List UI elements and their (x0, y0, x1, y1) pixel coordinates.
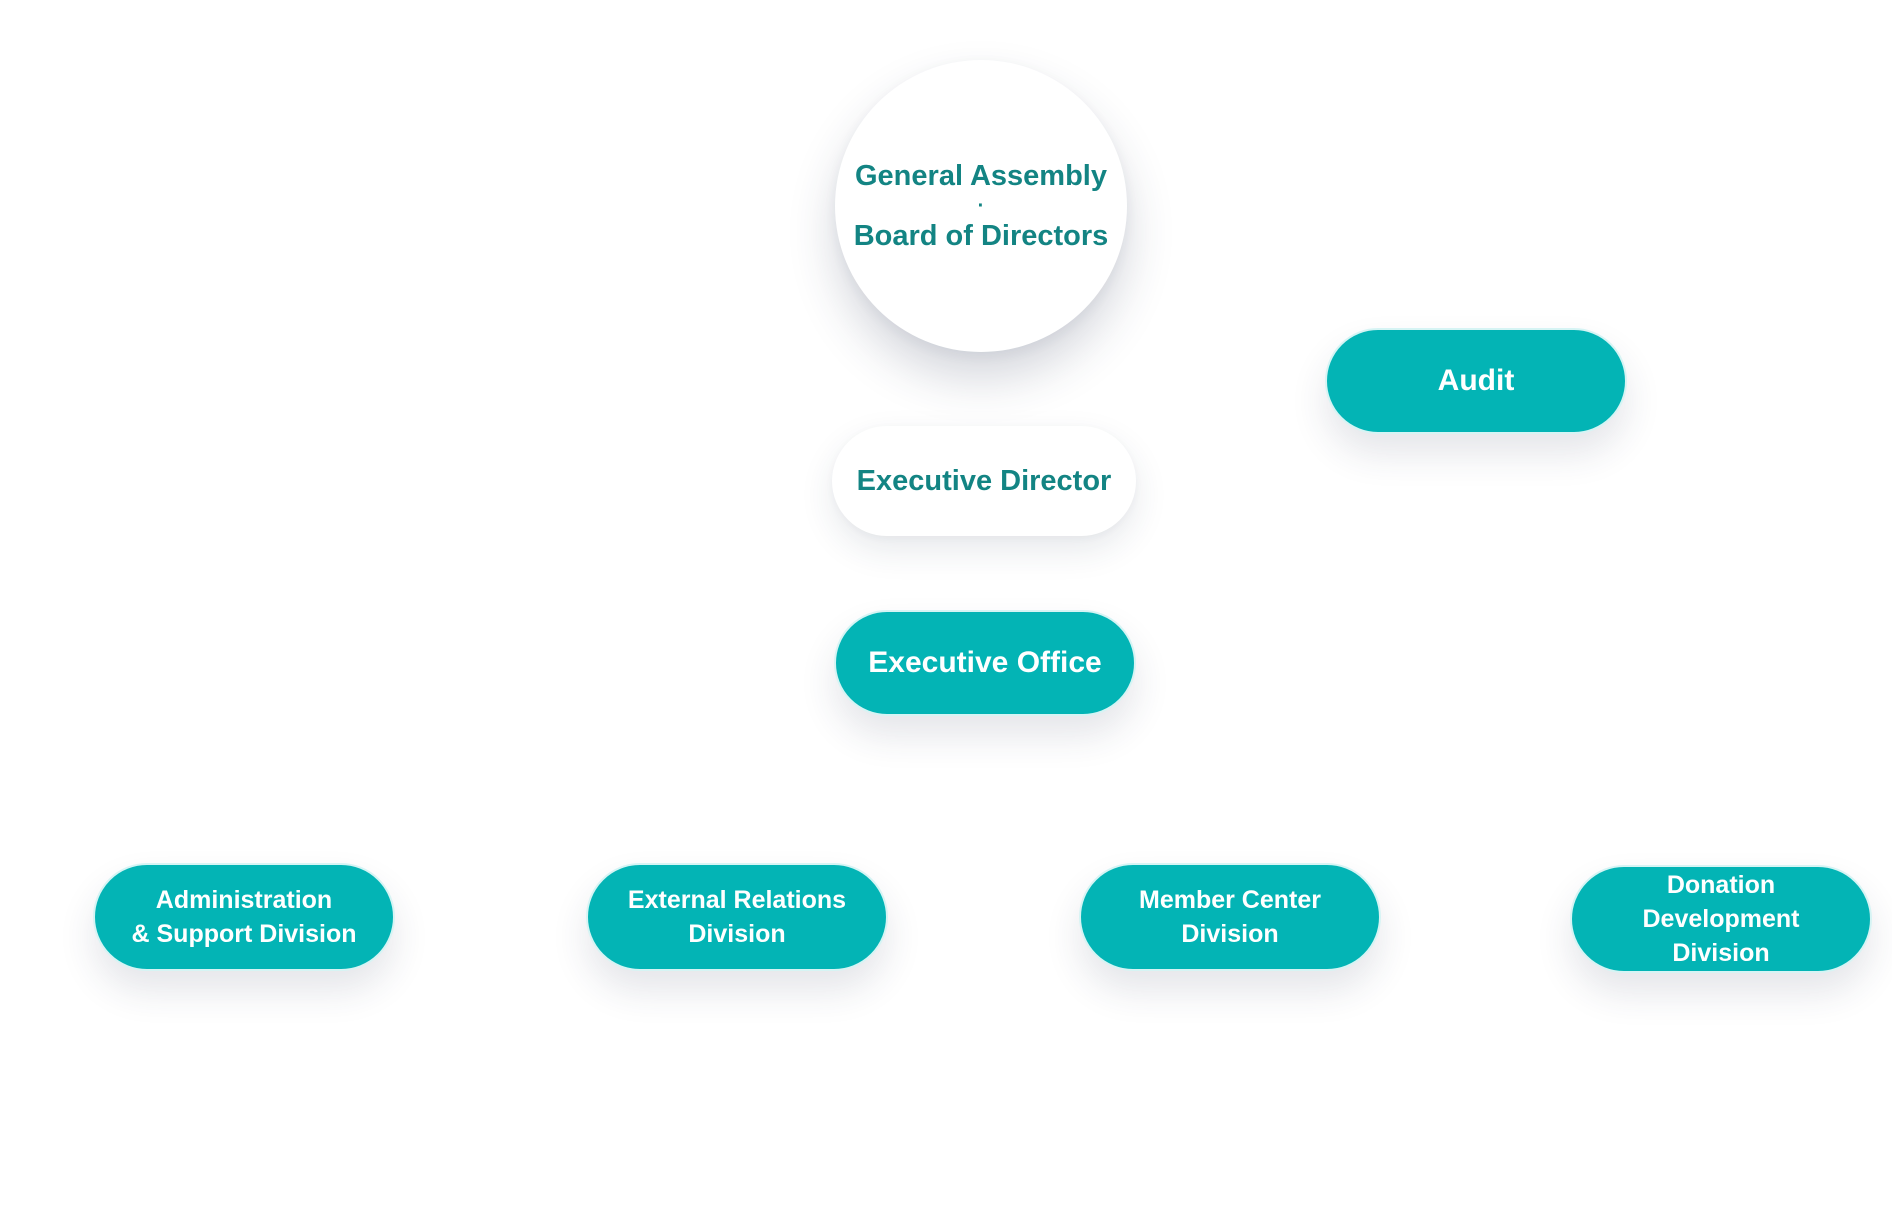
external-relations-division-node: External Relations Division (586, 863, 888, 971)
general-assembly-board-node: General Assembly · Board of Directors (835, 60, 1127, 352)
executive-director-node: Executive Director (832, 426, 1136, 536)
administration-support-division-node: Administration & Support Division (93, 863, 395, 971)
board-of-directors-label: Board of Directors (853, 220, 1109, 252)
audit-label: Audit (1437, 364, 1515, 397)
executive-office-node: Executive Office (834, 610, 1136, 716)
donation-development-division-node: Donation Development Division (1570, 865, 1872, 973)
audit-node: Audit (1325, 328, 1627, 434)
division-label-line: Administration (155, 886, 333, 914)
division-label-line: Division (1181, 920, 1279, 948)
division-label-line: & Support Division (131, 920, 357, 948)
division-label-line: External Relations (627, 886, 847, 914)
division-label-line: Division (1672, 939, 1770, 967)
general-assembly-label: General Assembly (855, 160, 1107, 192)
division-label-line: Development (1642, 905, 1800, 933)
executive-director-label: Executive Director (856, 465, 1112, 497)
division-label-line: Member Center (1139, 886, 1321, 914)
executive-office-label: Executive Office (868, 646, 1102, 679)
member-center-division-node: Member Center Division (1079, 863, 1381, 971)
separator-dot: · (977, 195, 985, 217)
division-label-line: Division (688, 920, 786, 948)
division-label-line: Donation (1666, 871, 1776, 899)
